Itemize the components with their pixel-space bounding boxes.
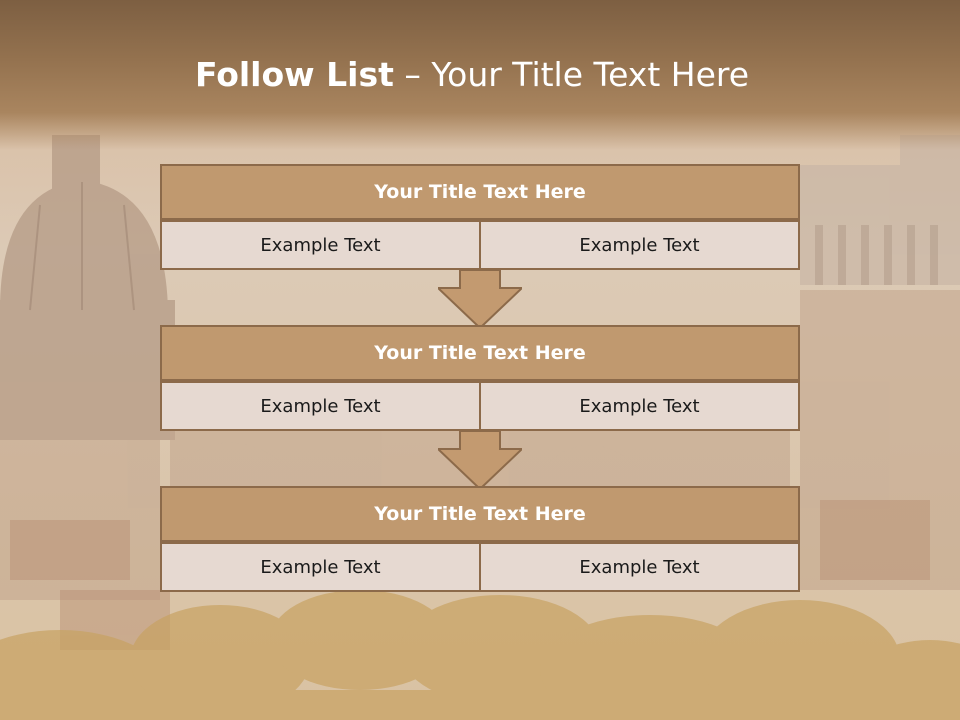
step-cell-left: Example Text	[160, 381, 481, 431]
slide-title-rest: – Your Title Text Here	[393, 55, 750, 94]
step-cell-right: Example Text	[481, 542, 800, 592]
step-cell-left: Example Text	[160, 220, 481, 270]
step-header: Your Title Text Here	[160, 164, 800, 220]
down-arrow-icon	[438, 431, 522, 489]
step-header: Your Title Text Here	[160, 325, 800, 381]
step-cell-left: Example Text	[160, 542, 481, 592]
slide-title-bold: Follow List	[194, 55, 394, 94]
step-header: Your Title Text Here	[160, 486, 800, 542]
step-row: Example Text Example Text	[160, 220, 800, 270]
step-cell-right: Example Text	[481, 381, 800, 431]
down-arrow-icon	[438, 270, 522, 328]
step-row: Example Text Example Text	[160, 542, 800, 592]
step-row: Example Text Example Text	[160, 381, 800, 431]
step-block-2: Your Title Text Here Example Text Exampl…	[160, 325, 800, 431]
slide-title: Follow List – Your Title Text Here	[0, 52, 944, 98]
step-block-1: Your Title Text Here Example Text Exampl…	[160, 164, 800, 270]
step-block-3: Your Title Text Here Example Text Exampl…	[160, 486, 800, 592]
title-band	[0, 0, 960, 150]
step-cell-right: Example Text	[481, 220, 800, 270]
